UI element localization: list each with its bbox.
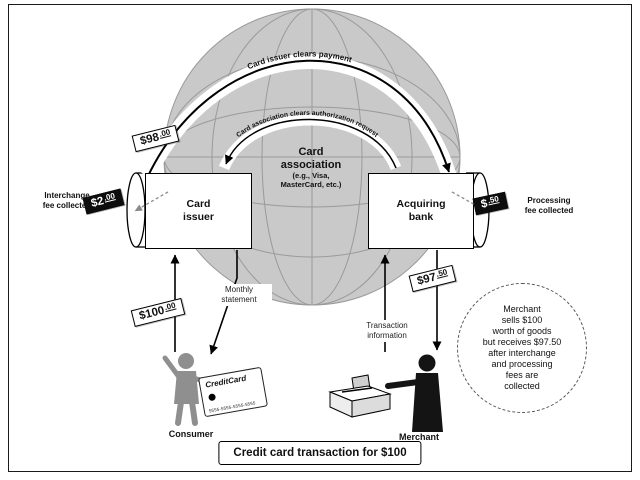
- card-association-label: Card association (e.g., Visa, MasterCard…: [252, 146, 370, 190]
- merchant-label: Merchant: [398, 432, 439, 442]
- credit-card-logo-icon: [208, 393, 217, 402]
- payout-amount: $97: [415, 271, 438, 288]
- acquiring-bank-label: Acquiring bank: [396, 197, 446, 223]
- card-association-name: Card association: [280, 146, 342, 171]
- payment-arc: Card issuer clears payment: [141, 49, 458, 181]
- monthly-statement-arrow: [209, 250, 238, 355]
- diagram-caption: Credit card transaction for $100: [218, 441, 422, 465]
- payment-amount: $98: [138, 131, 161, 148]
- credit-card-brand: CreditCard: [204, 373, 247, 390]
- transaction-information-label: Transaction information: [354, 320, 420, 342]
- processing-fee-label: Processing fee collected: [524, 196, 574, 215]
- merchant-note-bubble: Merchant sells $100 worth of goods but r…: [457, 283, 587, 413]
- interchange-fee-label: Interchange fee collected: [42, 191, 92, 210]
- card-issuer-label: Card issuer: [183, 197, 214, 223]
- merchant-note-text: Merchant sells $100 worth of goods but r…: [482, 304, 562, 391]
- acquiring-bank-box: Acquiring bank: [368, 173, 474, 249]
- card-association-subtext: (e.g., Visa, MasterCard, etc.): [280, 171, 342, 189]
- card-terminal-icon: [328, 374, 392, 418]
- monthly-statement-label: Monthly statement: [206, 284, 272, 306]
- merchant-figure: [385, 354, 443, 432]
- card-issuer-box: Card issuer: [145, 173, 252, 249]
- consumer-label: Consumer: [168, 429, 214, 439]
- purchase-amount: $100: [137, 304, 166, 323]
